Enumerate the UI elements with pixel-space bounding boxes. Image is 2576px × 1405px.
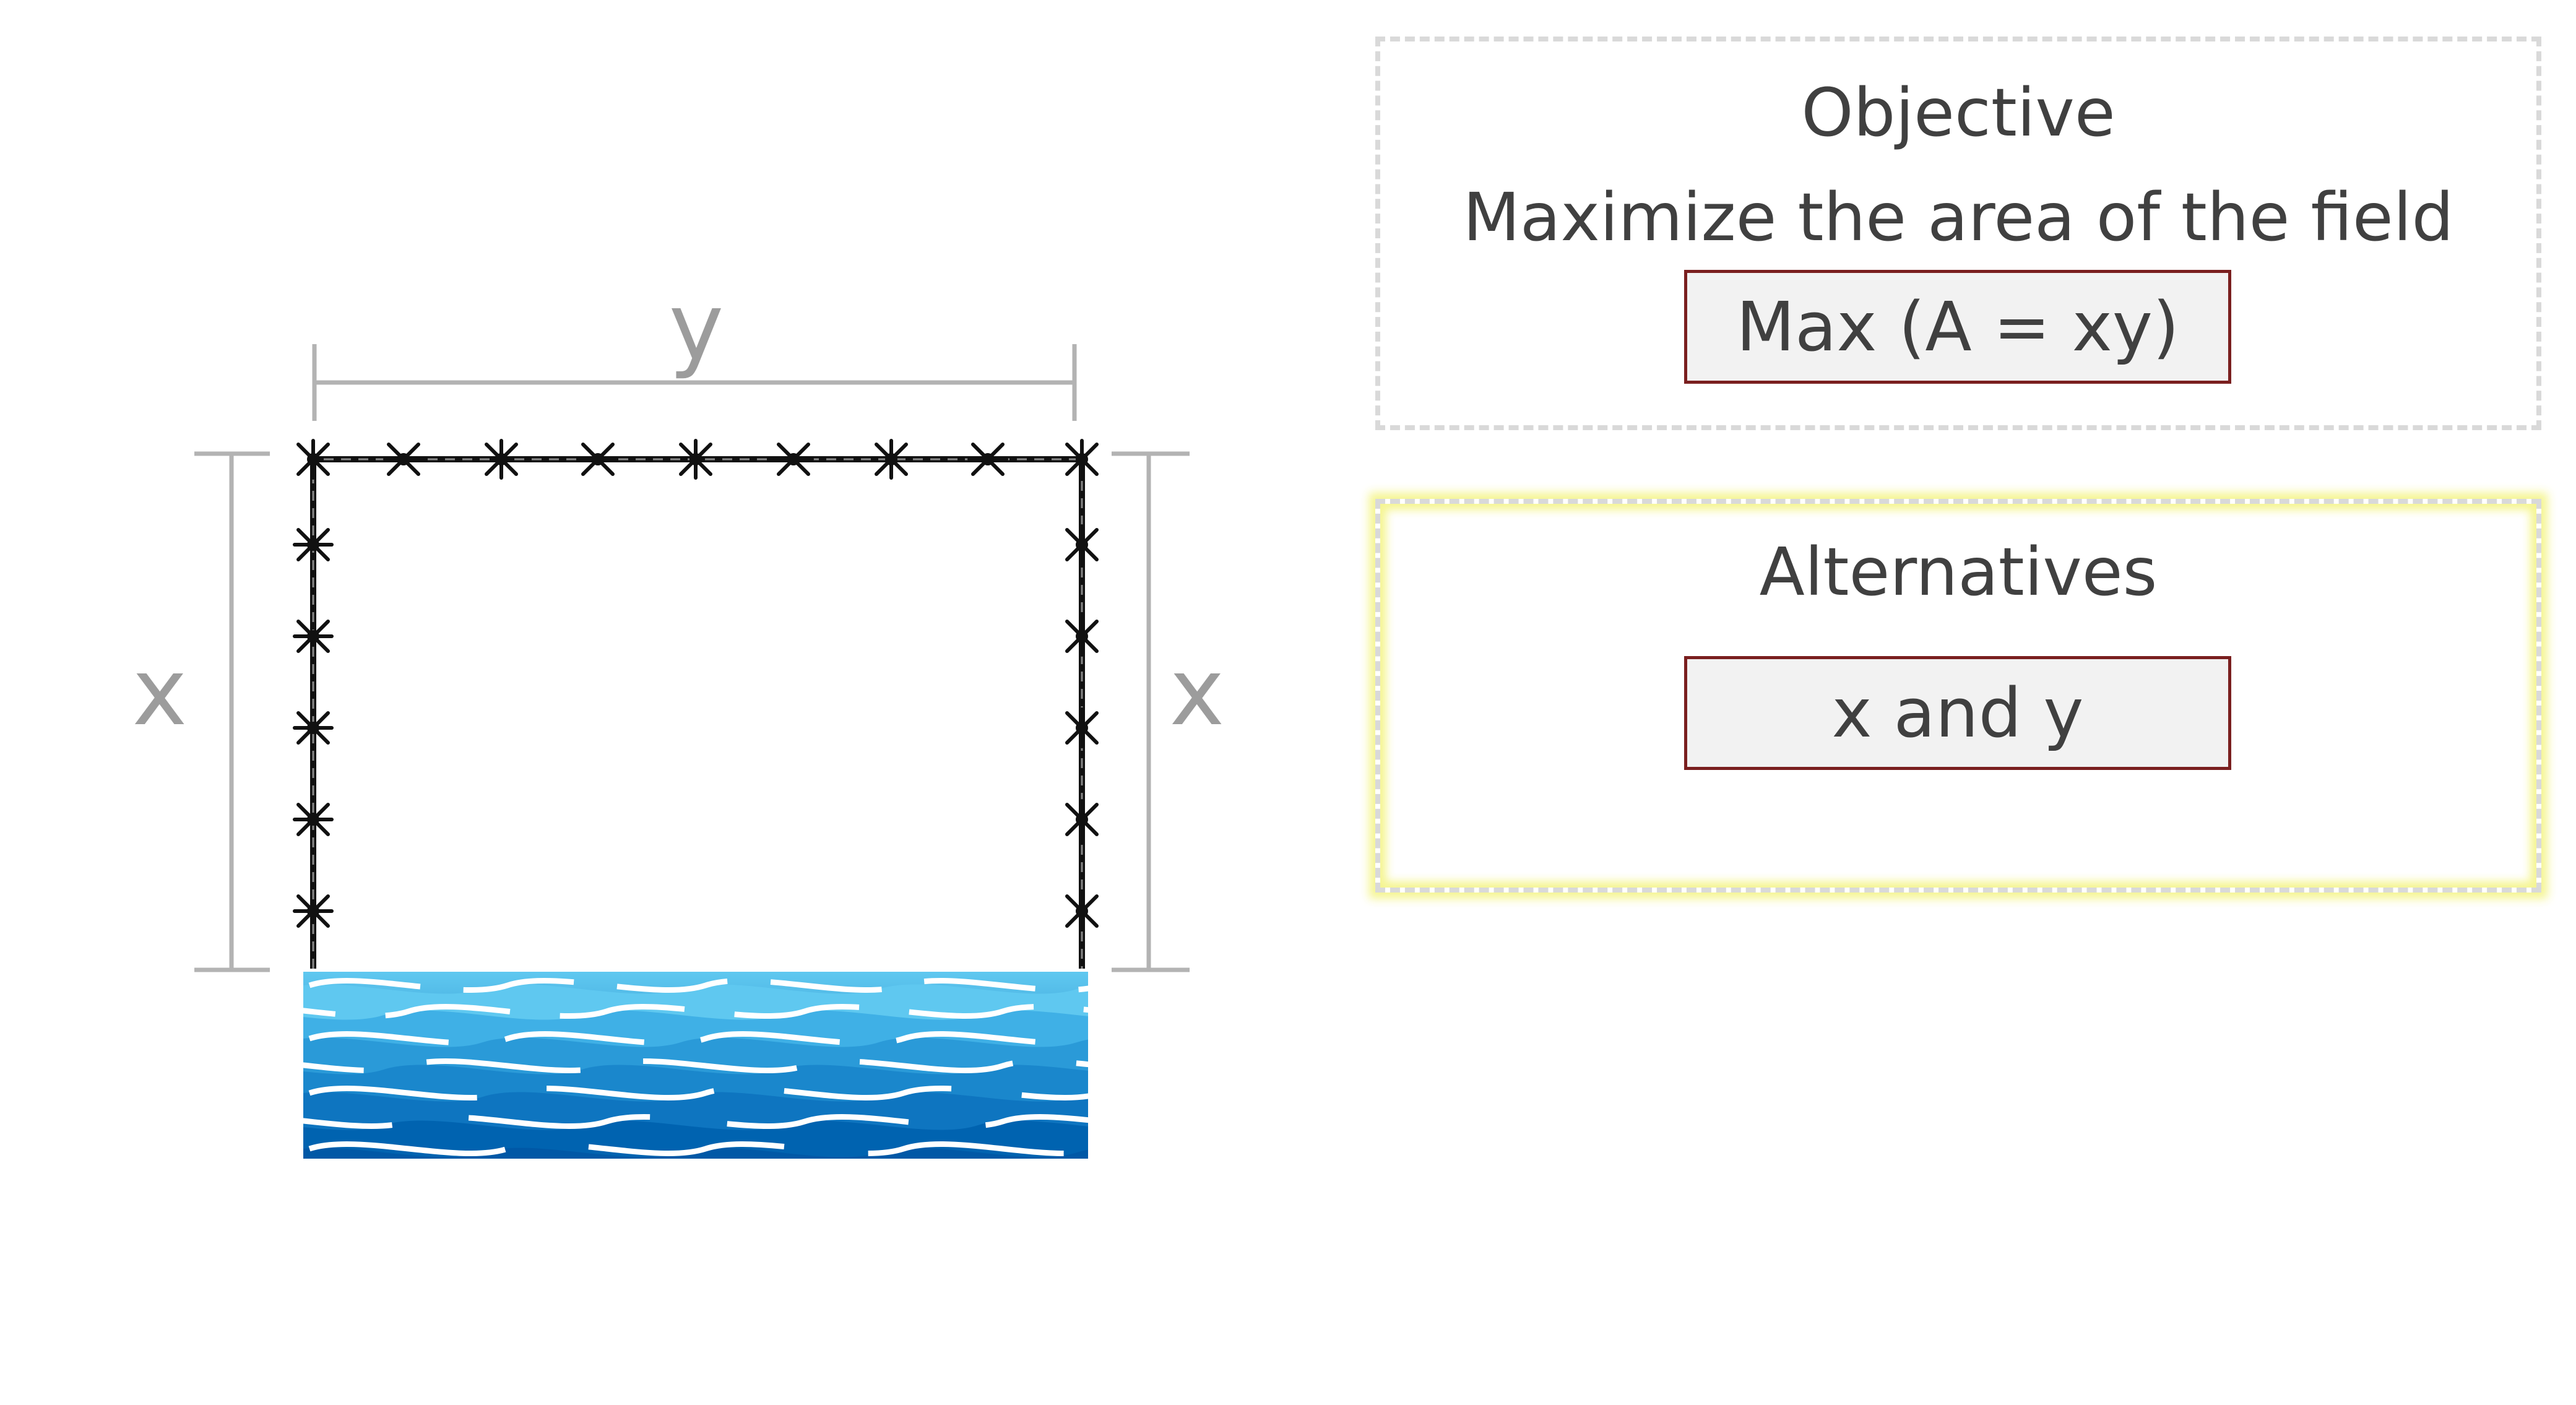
left-dimension-label: x <box>132 639 188 746</box>
water-highlight <box>308 1085 1088 1101</box>
alternatives-panel: Alternatives x and y <box>1375 499 2541 893</box>
water-highlight <box>308 1031 1088 1047</box>
water-wave <box>303 1037 1088 1079</box>
fence-barb <box>1065 707 1099 748</box>
fence-barb <box>875 439 908 480</box>
objective-title: Objective <box>1801 75 2116 152</box>
top-dimension-label: y <box>669 274 724 381</box>
water-highlight <box>303 1113 1088 1130</box>
fence-barb <box>293 894 334 928</box>
fence-barb <box>679 439 712 480</box>
water-wave <box>303 984 1088 1026</box>
fence-barb <box>383 443 424 476</box>
fence-barb <box>1065 439 1099 480</box>
fence-barb <box>1065 891 1099 932</box>
fence-barb <box>773 443 814 476</box>
water-highlight <box>303 1003 1088 1019</box>
wave-water-icon <box>303 972 1088 1159</box>
fence-barb <box>1065 799 1099 840</box>
fence-barb <box>1065 524 1099 565</box>
fence-barb <box>967 443 1008 476</box>
objective-panel: Objective Maximize the area of the field… <box>1375 37 2541 430</box>
fence-barb <box>1065 616 1099 657</box>
alternatives-title: Alternatives <box>1759 534 2158 611</box>
fence-barb <box>577 443 618 476</box>
fence-barb <box>293 528 334 561</box>
fence-barb <box>485 439 518 480</box>
objective-formula-box: Max (A = xy) <box>1684 270 2231 384</box>
alternatives-value: x and y <box>1831 673 2084 753</box>
water-highlight <box>308 1141 1088 1157</box>
water-highlight <box>308 977 1088 993</box>
alternatives-value-box: x and y <box>1684 656 2231 770</box>
top-dimension-line <box>312 344 1077 421</box>
right-dimension-line <box>1112 451 1190 972</box>
barbed-wire-icon <box>293 439 1099 969</box>
fence-barb <box>293 803 334 836</box>
objective-formula: Max (A = xy) <box>1736 287 2179 366</box>
fence-barb <box>296 439 330 480</box>
left-dimension-line <box>194 451 270 972</box>
right-dimension-label: x <box>1170 639 1225 746</box>
fence-barb <box>293 620 334 653</box>
fence-barb <box>293 711 334 745</box>
objective-description: Maximize the area of the field <box>1463 179 2454 256</box>
